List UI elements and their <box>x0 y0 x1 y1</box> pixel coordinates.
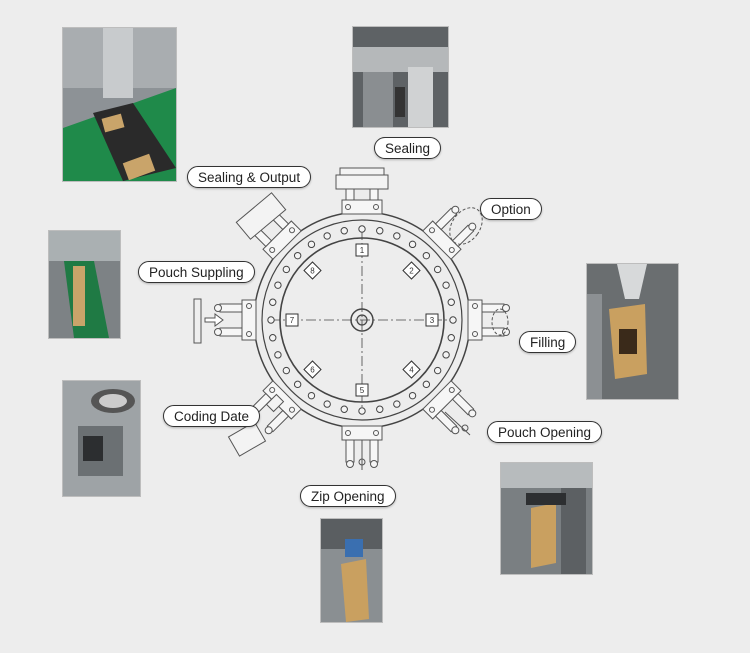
dial-position-number: 2 <box>409 267 414 276</box>
station-label-sealing-output: Sealing & Output <box>187 166 312 188</box>
ring-bolt <box>282 265 291 274</box>
station-label-filling: Filling <box>519 331 577 353</box>
dial-position-marker <box>303 360 322 379</box>
ring-bolt <box>442 281 450 289</box>
dial-position-marker <box>402 261 421 280</box>
ring-bolt <box>293 380 302 389</box>
ring-bolt <box>449 316 457 324</box>
dial-position-number: 6 <box>310 365 315 374</box>
ring-bolt <box>323 232 331 240</box>
ring-bolt <box>307 240 316 249</box>
dial-position-marker <box>402 360 421 379</box>
ring-bolt <box>376 405 384 413</box>
pouch-opening-photo <box>500 462 593 575</box>
station-label-coding-date: Coding Date <box>163 405 261 427</box>
dial-position-marker <box>355 383 369 397</box>
ring-bolt <box>274 281 282 289</box>
dial-position-number: 4 <box>409 365 414 374</box>
zip-opening-photo <box>320 518 383 623</box>
ring-bolt <box>408 391 417 400</box>
ring-bolt <box>422 251 431 260</box>
dial-position-number: 3 <box>430 316 435 325</box>
station-label-sealing: Sealing <box>374 137 442 159</box>
dial-position-number: 5 <box>360 386 365 395</box>
station-label-pouch-suppling: Pouch Suppling <box>138 261 255 283</box>
dial-position-number: 7 <box>290 316 295 325</box>
dial-position-marker <box>285 313 299 327</box>
station-clamp-arm <box>214 299 257 341</box>
ring-bolt <box>447 334 455 342</box>
ring-bolt <box>433 366 442 375</box>
ring-bolt <box>340 405 348 413</box>
station-label-zip-opening: Zip Opening <box>300 485 396 507</box>
ring-bolt <box>340 227 348 235</box>
ring-bolt <box>269 298 277 306</box>
pouch-suppling-photo <box>48 230 121 339</box>
dial-position-marker <box>425 313 439 327</box>
ring-bolt <box>358 225 366 233</box>
station-label-pouch-opening: Pouch Opening <box>487 421 603 443</box>
ring-bolt <box>422 380 431 389</box>
coding-date-photo <box>62 380 141 497</box>
ring-bolt <box>393 232 401 240</box>
ring-bolt <box>267 316 275 324</box>
ring-bolt <box>408 240 417 249</box>
ring-bolt <box>376 227 384 235</box>
ring-bolt <box>447 298 455 306</box>
station-clamp-arm <box>422 205 477 260</box>
sealing-photo <box>352 26 449 128</box>
dial-position-marker <box>355 243 369 257</box>
ring-bolt <box>274 351 282 359</box>
dial-position-number: 8 <box>310 267 315 276</box>
ring-bolt <box>323 400 331 408</box>
station-clamp-arm <box>467 299 510 341</box>
station-label-option: Option <box>480 198 542 220</box>
ring-bolt <box>269 334 277 342</box>
ring-bolt <box>307 391 316 400</box>
filling-photo <box>586 263 679 400</box>
ring-bolt <box>393 400 401 408</box>
ring-bolt <box>433 265 442 274</box>
station-clamp-arm <box>422 380 477 435</box>
dial-position-marker <box>303 261 322 280</box>
ring-bolt <box>282 366 291 375</box>
sealing-output-photo <box>62 27 177 182</box>
ring-bolt <box>358 407 366 415</box>
ring-bolt <box>293 251 302 260</box>
station-clamp-arm <box>341 425 383 468</box>
ring-bolt <box>442 351 450 359</box>
dial-position-number: 1 <box>360 246 365 255</box>
